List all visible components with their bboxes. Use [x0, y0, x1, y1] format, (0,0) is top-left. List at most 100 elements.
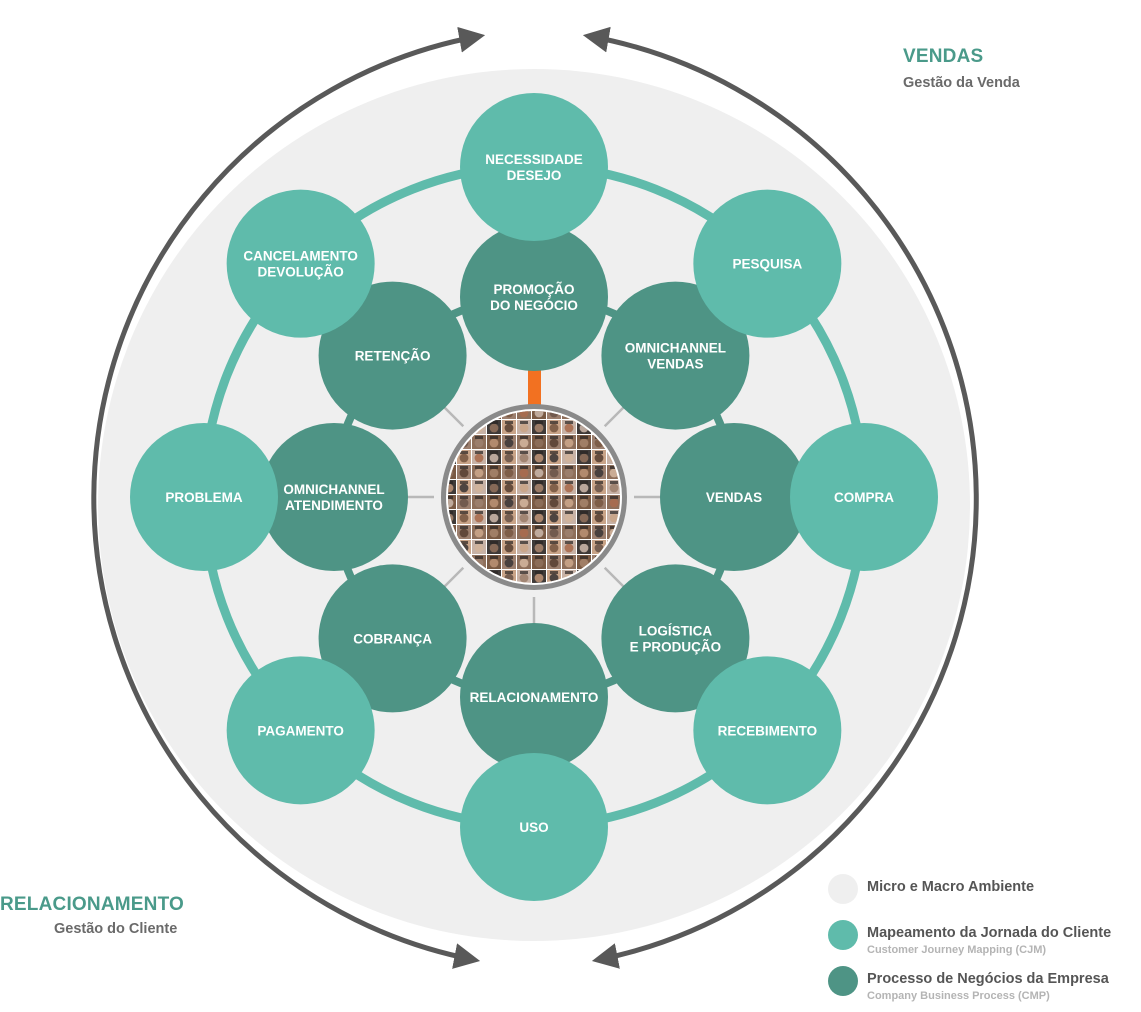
face-tile [448, 480, 456, 494]
face-tile [517, 435, 531, 449]
face-tile [517, 495, 531, 509]
face-tile [577, 495, 591, 509]
face-tile [502, 495, 516, 509]
face-tile [517, 570, 531, 583]
node-circle [693, 656, 842, 805]
face-tile [487, 525, 501, 539]
face-tile [487, 420, 501, 434]
sales-subtitle: Gestão da Venda [903, 75, 1020, 91]
face-tile [517, 555, 531, 569]
legend-swatch [828, 874, 858, 904]
face-tile [472, 480, 486, 494]
node-uso: USO [460, 753, 608, 901]
sales-title: VENDAS [903, 46, 984, 67]
node-label: PROMOÇÃO [494, 282, 575, 297]
face-tile [502, 480, 516, 494]
face-tile [562, 525, 576, 539]
face-tile [472, 450, 486, 464]
legend-item-ambient: Micro e Macro Ambiente [828, 874, 1141, 920]
face-tile [532, 555, 546, 569]
face-tile [547, 525, 561, 539]
face-tile [592, 510, 606, 524]
face-tile [547, 420, 561, 434]
face-tile [517, 540, 531, 554]
face-tile [577, 465, 591, 479]
face-tile [562, 555, 576, 569]
face-tile [547, 555, 561, 569]
node-circle [226, 189, 375, 338]
face-tile [502, 540, 516, 554]
face-tile [547, 495, 561, 509]
face-tile [472, 465, 486, 479]
face-tile [502, 525, 516, 539]
node-label: PESQUISA [732, 257, 802, 272]
legend: Micro e Macro Ambiente Mapeamento da Jor… [828, 874, 1141, 1012]
face-tile [517, 480, 531, 494]
face-tile [517, 411, 531, 419]
face-tile [457, 480, 471, 494]
face-tile [607, 495, 620, 509]
face-tile [547, 435, 561, 449]
face-tile [502, 510, 516, 524]
node-circle [460, 753, 608, 901]
node-label: OMNICHANNEL [625, 341, 726, 356]
node-recebimento: RECEBIMENTO [693, 656, 842, 805]
legend-swatch [828, 920, 858, 950]
face-tile [532, 420, 546, 434]
face-tile [532, 465, 546, 479]
face-tile [532, 570, 546, 583]
node-circle [460, 223, 608, 371]
face-tile [577, 525, 591, 539]
face-tile [562, 420, 576, 434]
face-tile [487, 465, 501, 479]
face-tile [472, 495, 486, 509]
face-tile [532, 450, 546, 464]
node-circle [318, 281, 467, 430]
face-tile [532, 525, 546, 539]
node-pesquisa: PESQUISA [693, 189, 842, 338]
face-tile [517, 465, 531, 479]
face-tile [472, 510, 486, 524]
node-relacionamento: RELACIONAMENTO [460, 623, 608, 771]
node-label: RECEBIMENTO [718, 723, 818, 738]
face-tile [502, 435, 516, 449]
face-tile [592, 465, 606, 479]
legend-title: Micro e Macro Ambiente [867, 879, 1035, 895]
node-circle [601, 564, 750, 713]
node-label: DO NEGÓCIO [490, 298, 578, 313]
node-circle [226, 656, 375, 805]
node-label: VENDAS [706, 490, 762, 505]
face-tile [487, 540, 501, 554]
node-label: COMPRA [834, 490, 894, 505]
node-label: USO [519, 820, 548, 835]
node-label: LOGÍSTICA [639, 623, 713, 638]
face-tile [607, 480, 620, 494]
face-tile [532, 540, 546, 554]
face-tile [457, 450, 471, 464]
node-compra: COMPRA [790, 423, 938, 571]
legend-item-cjm: Mapeamento da Jornada do Cliente Custome… [828, 920, 1141, 966]
face-tile [577, 510, 591, 524]
relationship-subtitle: Gestão do Cliente [54, 921, 178, 937]
face-tile [487, 495, 501, 509]
node-vendas: VENDAS [660, 423, 808, 571]
face-tile [562, 465, 576, 479]
node-label: PROBLEMA [165, 490, 243, 505]
face-tile [517, 510, 531, 524]
face-tile [457, 495, 471, 509]
face-tile [547, 540, 561, 554]
face-tile [457, 510, 471, 524]
legend-title: Mapeamento da Jornada do Cliente [867, 925, 1112, 941]
face-tile [502, 420, 516, 434]
face-tile [547, 450, 561, 464]
legend-subtitle: Company Business Process (CMP) [867, 990, 1050, 1002]
node-label: ATENDIMENTO [285, 498, 383, 513]
node-label: COBRANÇA [353, 631, 432, 646]
face-tile [532, 480, 546, 494]
node-label: VENDAS [647, 357, 703, 372]
